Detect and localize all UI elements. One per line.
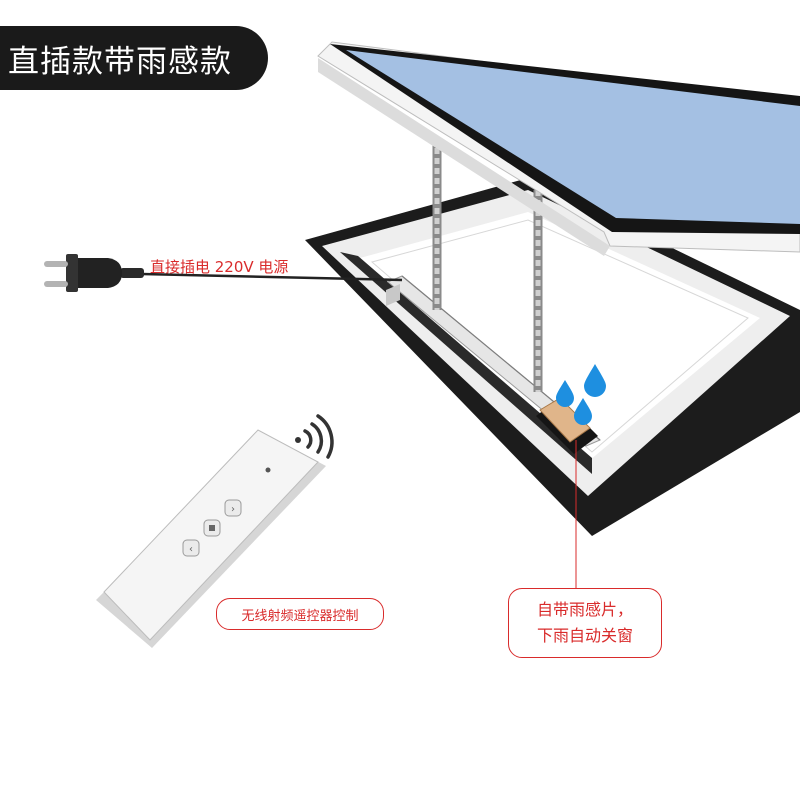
remote-down-icon: ›: [224, 499, 242, 517]
power-plug-icon: [44, 254, 403, 292]
sensor-label-line2: 下雨自动关窗: [536, 626, 633, 645]
window-base-frame: [305, 178, 800, 536]
remote-stop-icon: [203, 519, 221, 537]
glass-panel: [317, 41, 800, 256]
remote-up-icon: ‹: [182, 539, 200, 557]
water-drop-icon: [556, 364, 606, 425]
sensor-label-line1: 自带雨感片，: [536, 600, 633, 619]
product-title: 直插款带雨感款: [8, 43, 232, 80]
svg-text:›: ›: [231, 504, 235, 515]
svg-text:‹: ‹: [189, 544, 193, 555]
rain-sensor: [536, 397, 598, 454]
power-label: 直接插电 220V 电源: [150, 258, 289, 276]
wireless-signal-icon: [295, 414, 334, 459]
title-banner: 直插款带雨感款: [0, 26, 268, 90]
remote-label: 无线射频遥控器控制: [216, 598, 384, 630]
remote-control: ‹ ›: [96, 429, 326, 648]
rain-sensor-label: 自带雨感片， 下雨自动关窗: [508, 588, 662, 658]
remote-label-text: 无线射频遥控器控制: [241, 608, 359, 624]
